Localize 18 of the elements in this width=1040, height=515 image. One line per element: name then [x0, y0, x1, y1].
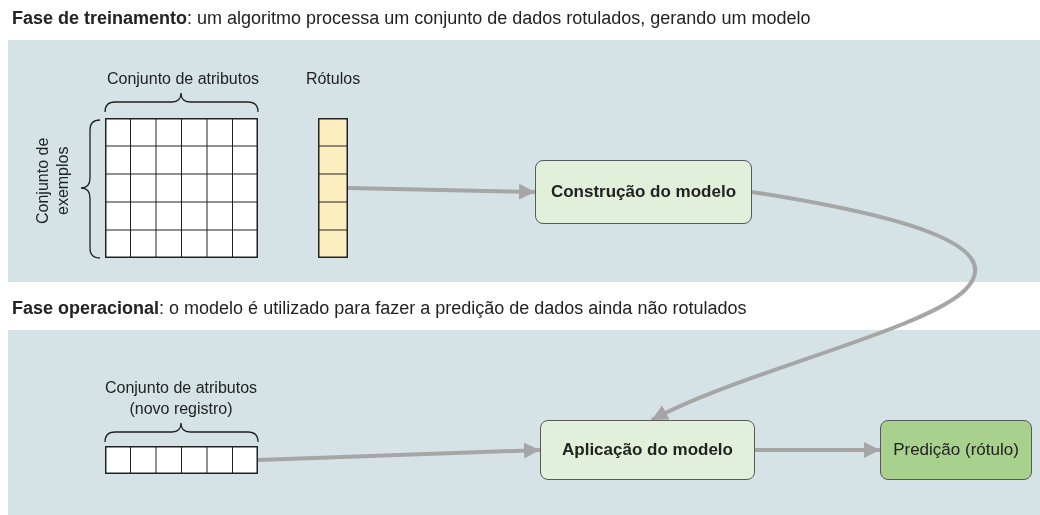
column-label: Rótulos	[304, 70, 362, 88]
phase-band	[8, 8, 1040, 282]
process-box: Aplicação do modelo	[540, 420, 755, 480]
record-row	[105, 446, 258, 474]
example-set-label: Conjunto de exemplos	[33, 136, 72, 227]
section-heading: Fase de treinamento: um algoritmo processa um conjunto de dados rotulados, gerando um modelo	[12, 8, 811, 29]
process-box: Construção do modelo	[535, 160, 752, 224]
phase-band	[8, 298, 1040, 515]
attribute-set-label: Conjunto de atributos (novo registro)	[103, 378, 259, 419]
attribute-grid	[105, 118, 258, 258]
arrow	[755, 442, 880, 458]
arrow	[650, 190, 978, 422]
result-box: Predição (rótulo)	[880, 420, 1032, 480]
arrow	[347, 183, 536, 200]
arrow	[257, 442, 541, 462]
attribute-set-label: Conjunto de atributos	[105, 70, 261, 88]
section-heading: Fase operacional: o modelo é utilizado para fazer a predição de dados ainda não rotulados	[12, 298, 747, 319]
label-column	[318, 118, 348, 258]
